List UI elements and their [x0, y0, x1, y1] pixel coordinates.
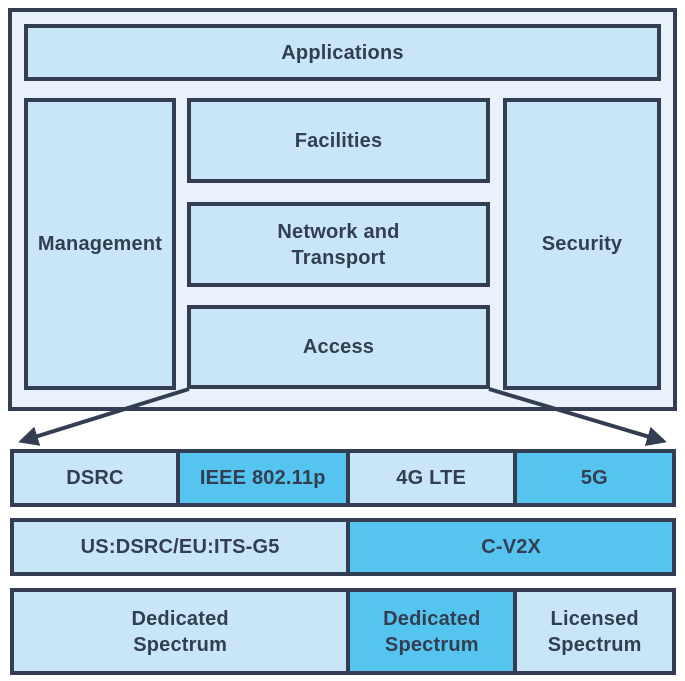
band-regional-standards: US:DSRC/EU:ITS-G5 C-V2X — [10, 518, 676, 576]
cell-5g: 5G — [512, 453, 672, 503]
layer-management: Management — [24, 98, 176, 390]
cell-licensed-spectrum: Licensed Spectrum — [513, 592, 672, 671]
cell-c-v2x: C-V2X — [346, 522, 672, 572]
band-spectrum: Dedicated Spectrum Dedicated Spectrum Li… — [10, 588, 676, 675]
band-access-technologies: DSRC IEEE 802.11p 4G LTE 5G — [10, 449, 676, 507]
cell-us-dsrc-eu-its-g5: US:DSRC/EU:ITS-G5 — [14, 522, 347, 572]
layer-applications: Applications — [24, 24, 661, 81]
layer-access: Access — [187, 305, 490, 389]
layer-facilities: Facilities — [187, 98, 490, 183]
cell-dedicated-spectrum-left: Dedicated Spectrum — [14, 592, 347, 671]
cell-dsrc: DSRC — [14, 453, 176, 503]
cell-4g-lte: 4G LTE — [345, 453, 513, 503]
cell-ieee-80211p: IEEE 802.11p — [175, 453, 346, 503]
layer-security: Security — [503, 98, 661, 390]
cell-dedicated-spectrum-middle: Dedicated Spectrum — [346, 592, 514, 671]
layer-network-transport: Network and Transport — [187, 202, 490, 287]
